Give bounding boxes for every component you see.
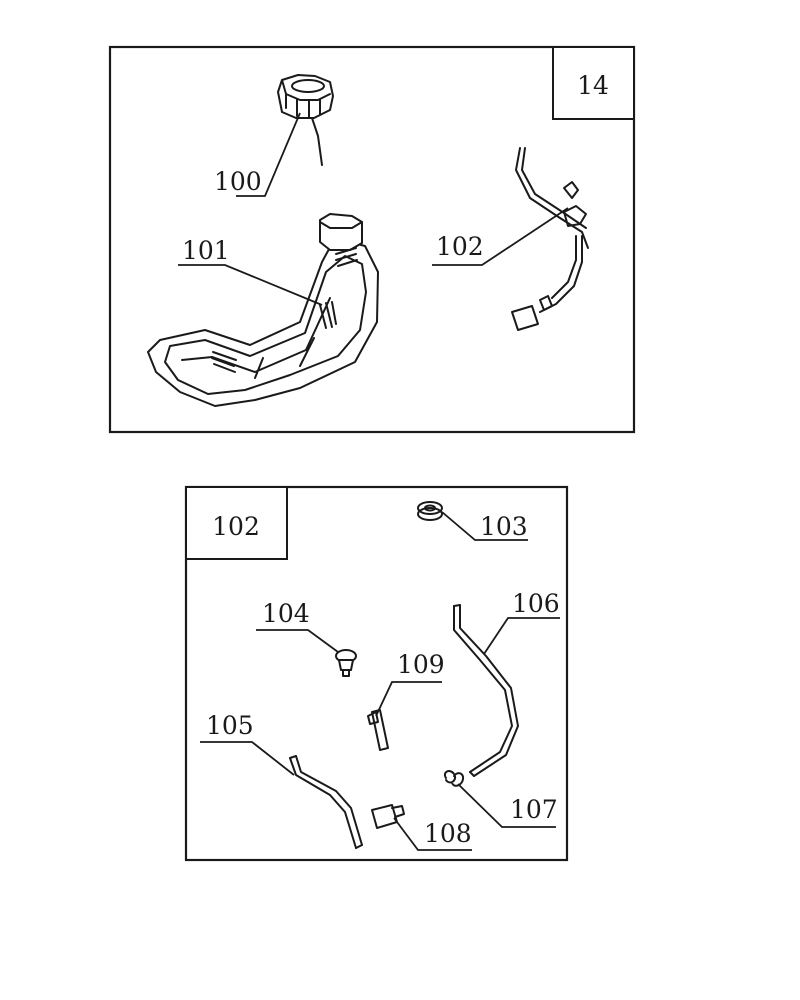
leader-104 (256, 629, 339, 653)
leader-108 (393, 817, 472, 851)
part-105-tube (289, 755, 363, 849)
panel-14: 14 100 101 (108, 45, 636, 434)
part-101-fuel-tank (147, 213, 379, 407)
panel-14-tag-box (552, 46, 635, 120)
panel-14-frame (108, 45, 636, 434)
callout-109: 109 (397, 650, 445, 679)
part-100-fuel-cap (277, 74, 334, 166)
leader-109 (375, 681, 442, 717)
callout-102: 102 (436, 232, 484, 261)
callout-106: 106 (512, 589, 560, 618)
panel-102-tag: 102 (212, 512, 260, 541)
callout-105: 105 (206, 711, 254, 740)
leader-100 (236, 112, 301, 197)
part-104-filter (335, 649, 357, 677)
leader-103 (441, 511, 528, 541)
callout-104: 104 (262, 599, 310, 628)
leader-101 (178, 264, 323, 306)
callout-107: 107 (510, 795, 558, 824)
panel-102-tag-box (185, 486, 288, 560)
part-103-grommet (417, 501, 443, 521)
leader-102 (432, 207, 569, 266)
callout-100: 100 (214, 167, 262, 196)
callout-108: 108 (424, 819, 472, 848)
callout-101: 101 (182, 236, 230, 265)
part-107-clip (444, 770, 464, 787)
panel-14-tag: 14 (577, 71, 609, 100)
leader-107 (457, 783, 556, 828)
part-109-pin (367, 709, 389, 751)
callout-103: 103 (480, 512, 528, 541)
part-102-fuel-line-assembly (511, 147, 589, 331)
panel-102: 102 103 104 105 (184, 485, 569, 862)
part-106-long-tube (453, 604, 519, 777)
leader-105 (200, 741, 295, 776)
panel-102-frame (184, 485, 569, 862)
leader-106 (483, 617, 560, 655)
